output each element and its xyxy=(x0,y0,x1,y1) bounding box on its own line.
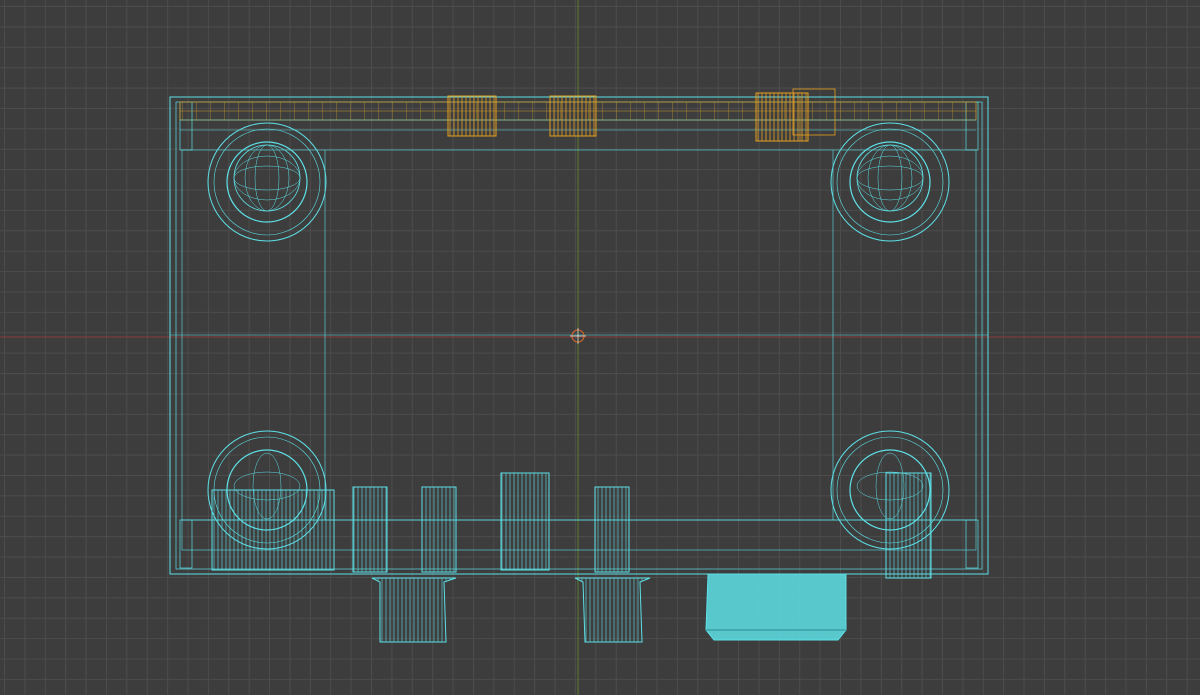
knob-shaft-right xyxy=(574,577,651,643)
standoff-top-left[interactable] xyxy=(207,122,327,242)
enclosure-shell[interactable] xyxy=(169,96,989,575)
knob-shaft-left xyxy=(371,577,457,643)
rear-top-components[interactable] xyxy=(447,88,836,142)
jack-1 xyxy=(352,486,388,573)
dc-jack-left xyxy=(211,489,335,571)
standoff-top-right[interactable] xyxy=(830,122,950,242)
front-panel-jacks[interactable] xyxy=(211,472,932,643)
3d-cursor-icon[interactable] xyxy=(570,328,586,344)
dc-jack-right xyxy=(885,472,932,579)
jack-2 xyxy=(421,486,457,573)
jack-3 xyxy=(500,472,550,571)
jack-4 xyxy=(594,486,630,573)
